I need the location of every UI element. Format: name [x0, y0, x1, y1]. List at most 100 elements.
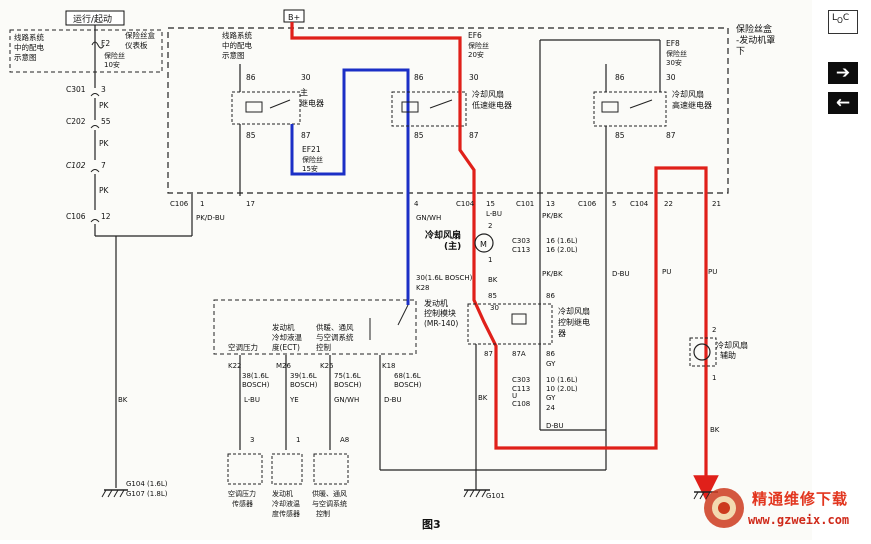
ef6-label-2: 20安 — [468, 50, 484, 59]
ecm-pin-2: K28 — [416, 284, 430, 292]
control-relay-label-2: 控制继电 — [558, 317, 590, 327]
low-relay-label-2: 低速继电器 — [472, 100, 512, 110]
aux-fan-label-2: 辅助 — [720, 350, 736, 360]
hvac-control-box — [313, 453, 349, 485]
ecm-pin-k26: K26 75(1.6L BOSCH) GN/WH A8 — [320, 355, 362, 450]
c104a-label: C104 — [456, 200, 475, 208]
ect-sensor-label-3: 度传感器 — [272, 509, 300, 518]
f2-label-2: 10安 — [104, 60, 120, 69]
ac-sensor-label-1: 空调压力 — [228, 489, 256, 498]
hvac-label-2: 与空调系统 — [312, 499, 347, 508]
cr-gy-1: GY — [546, 360, 556, 368]
svg-text:L-BU: L-BU — [244, 396, 260, 404]
low-p85: 85 — [414, 131, 424, 140]
ecm-input-ect-2: 冷却液温 — [272, 332, 302, 342]
pk-wire-1: PK — [99, 101, 110, 110]
cr-p85: 85 — [488, 292, 497, 300]
ecm-input-hvac-2: 与空调系统 — [316, 332, 354, 342]
ecm-pin-k22: K22 38(1.6L BOSCH) L-BU 3 — [228, 355, 270, 450]
mid-pkbk-wire: PK/BK — [542, 270, 563, 278]
low-p87: 87 — [469, 131, 479, 140]
fusebox-title-2: -发动机罩 — [736, 34, 775, 46]
c106a-pin17: 17 — [246, 200, 255, 208]
ac-sensor-box — [227, 453, 263, 485]
cr-p87a: 87A — [512, 350, 526, 358]
main-relay-box — [231, 91, 301, 125]
main-fan-label-2: (主) — [444, 240, 461, 252]
ecm-input-hvac-3: 控制 — [316, 342, 331, 352]
pu-wire-2: PU — [708, 268, 717, 276]
svg-text:K22: K22 — [228, 362, 242, 370]
c106a-label: C106 — [170, 200, 189, 208]
svg-text:BOSCH): BOSCH) — [334, 381, 362, 389]
fusebox-title-1: 保险丝盒 — [736, 23, 772, 35]
ecm-pin-m26: M26 39(1.6L BOSCH) YE 1 — [276, 355, 318, 450]
left-note-1: 线路系统 — [14, 32, 44, 42]
c102-label: C102 — [66, 161, 86, 170]
main-p87: 87 — [301, 131, 311, 140]
left-note-3: 示意图 — [14, 52, 37, 62]
cr-dbu: D-BU — [546, 422, 564, 430]
main-p85: 85 — [246, 131, 256, 140]
cr-gy-2: GY — [546, 394, 556, 402]
pk-wire-3: PK — [99, 186, 110, 195]
svg-text:K26: K26 — [320, 362, 334, 370]
main-fan-label-1: 冷却风扇 — [425, 229, 461, 241]
c102-pin: 7 — [101, 161, 106, 170]
svg-text:M26: M26 — [276, 362, 291, 370]
main-fan-motor-icon — [474, 233, 494, 253]
panel-label-1: 保险丝盒 — [125, 30, 155, 40]
svg-text:39(1.6L: 39(1.6L — [290, 372, 317, 380]
high-relay-label-1: 冷却风扇 — [672, 89, 704, 99]
location-toggle-icon[interactable]: LOC — [828, 10, 858, 34]
ecm-input-ect-3: 度(ECT) — [272, 342, 300, 352]
high-p30: 30 — [666, 73, 676, 82]
ef21-id: EF21 — [302, 145, 321, 154]
ecm-pin-k18: K18 68(1.6L BOSCH) D-BU — [379, 355, 606, 471]
svg-text:BOSCH): BOSCH) — [394, 381, 422, 389]
svg-text:3: 3 — [250, 436, 254, 444]
cr-u: U — [512, 392, 517, 400]
f2-label-1: 保险丝 — [104, 51, 125, 60]
watermark-url: www.gzweix.com — [748, 513, 850, 527]
svg-text:A8: A8 — [340, 436, 349, 444]
cr-bk: BK — [478, 394, 488, 402]
ef8-label-2: 30安 — [666, 58, 682, 67]
ef8-id: EF8 — [666, 39, 680, 48]
pkdbu-wire: PK/D-BU — [196, 214, 225, 222]
high-p85: 85 — [615, 131, 625, 140]
main-fan-bk: BK — [488, 276, 498, 284]
ecm-input-hvac-1: 供暖、通风 — [316, 322, 354, 332]
cr-p87: 87 — [484, 350, 493, 358]
ect-sensor-label-1: 发动机 — [272, 489, 293, 498]
ground-left-icon — [101, 489, 128, 498]
fusebox-outline — [167, 27, 729, 194]
svg-text:BOSCH): BOSCH) — [290, 381, 318, 389]
cr-pin10-2: 10 (2.0L) — [546, 385, 578, 393]
left-note-2: 中的配电 — [14, 42, 44, 52]
ignition-label: 运行/起动 — [73, 13, 112, 25]
prev-page-button[interactable]: ← — [828, 92, 858, 114]
c113-label: C113 — [512, 246, 530, 254]
watermark-logo — [704, 488, 744, 528]
ecm-input-ac: 空调压力 — [228, 342, 258, 352]
cr-p30: 30 — [490, 304, 499, 312]
ecm-label-1: 发动机 — [424, 298, 448, 308]
ef21-label-1: 保险丝 — [302, 155, 323, 164]
main-note-2: 中的配电 — [222, 40, 252, 50]
ac-sensor-label-2: 传感器 — [232, 499, 253, 508]
c106a-pin1: 1 — [200, 200, 204, 208]
svg-text:D-BU: D-BU — [384, 396, 402, 404]
svg-text:M: M — [480, 240, 487, 249]
svg-text:GN/WH: GN/WH — [334, 396, 359, 404]
aux-fan-pin1: 1 — [712, 374, 716, 382]
high-relay-box — [593, 91, 667, 127]
c303-label: C303 — [512, 237, 530, 245]
c106-pin-12: 12 — [101, 212, 111, 221]
main-relay-label-2: 继电器 — [300, 98, 324, 108]
cr-pin24: 24 — [546, 404, 555, 412]
c106b-label: C106 — [578, 200, 597, 208]
next-page-button[interactable]: ➔ — [828, 62, 858, 84]
low-relay-box — [391, 91, 467, 127]
ef6-id: EF6 — [468, 31, 482, 40]
